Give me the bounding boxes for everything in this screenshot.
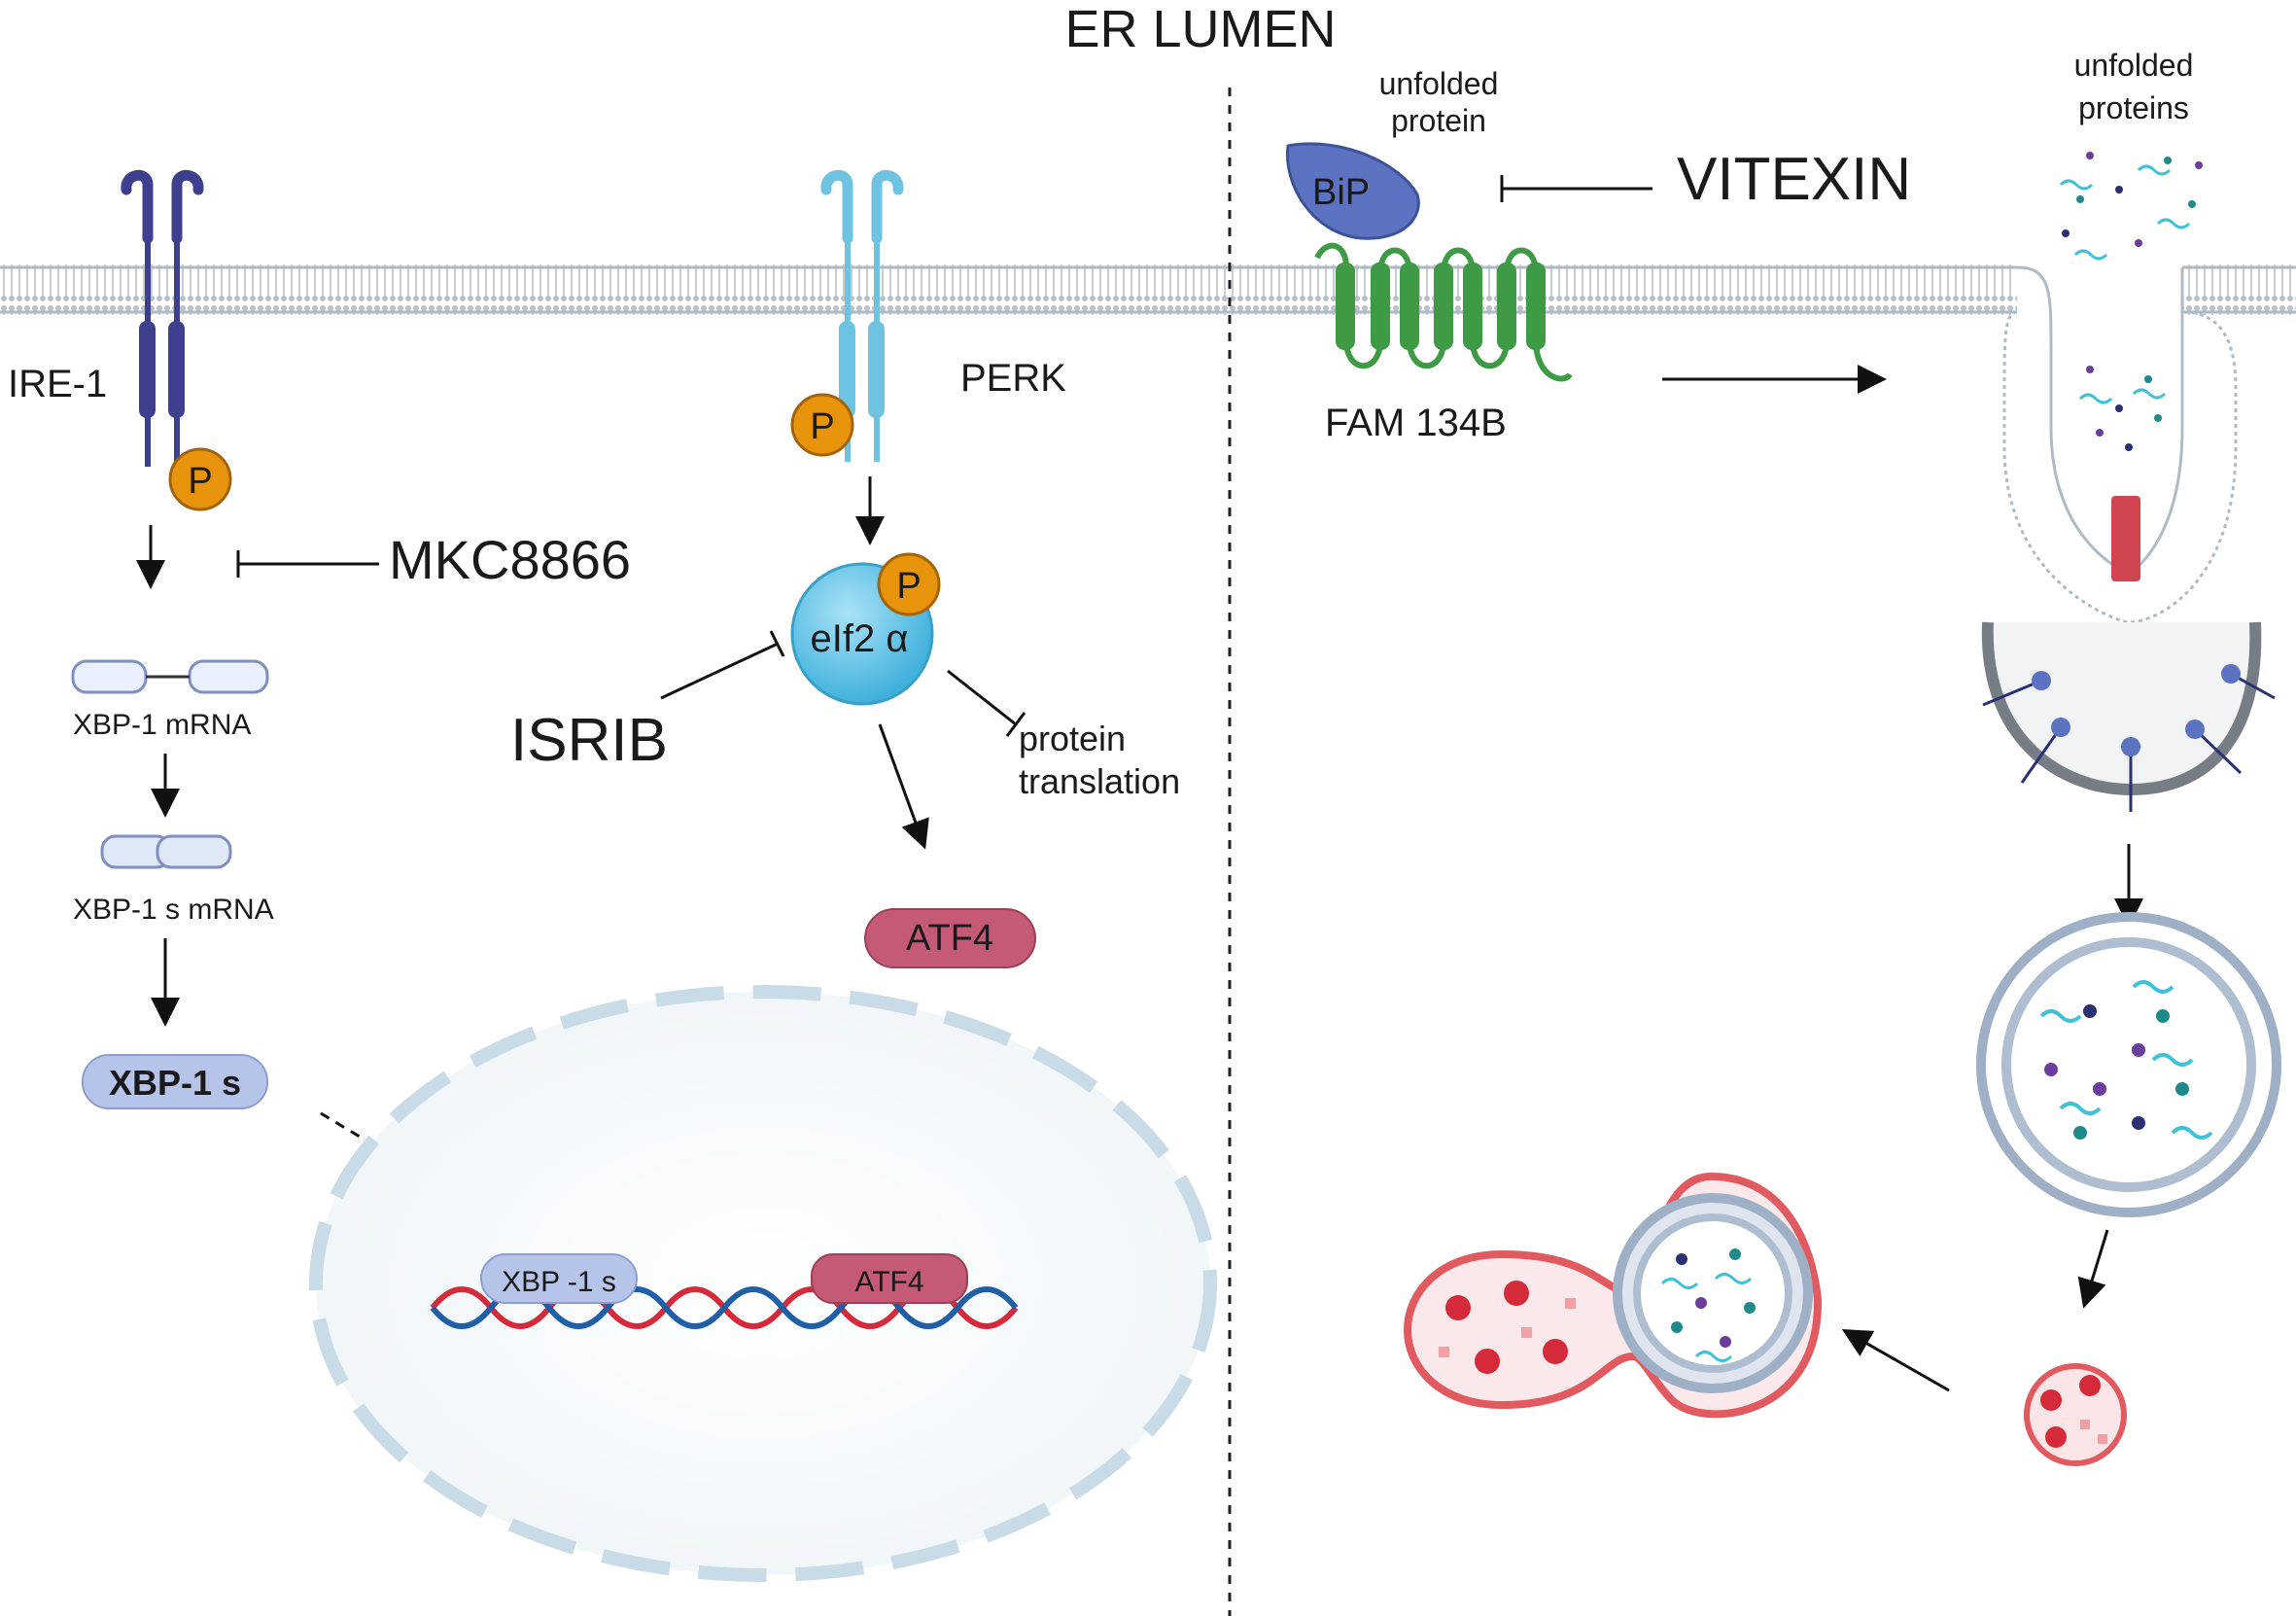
svg-text:ATF4: ATF4 xyxy=(906,918,993,959)
protein-translation-label-1: protein xyxy=(1019,719,1126,758)
eif2a-to-atf4-arrow xyxy=(878,723,929,850)
autophagosome xyxy=(1976,912,2281,1217)
fam134b-label: FAM 134B xyxy=(1325,402,1507,444)
svg-text:P: P xyxy=(896,566,921,607)
nucleus-envelope xyxy=(309,985,1217,1582)
mkc8866-label: MKC8866 xyxy=(389,529,631,590)
perk-receptor xyxy=(820,170,904,462)
ire1-receptor xyxy=(121,170,204,467)
svg-text:eIf2 α: eIf2 α xyxy=(811,617,909,660)
isrib-label: ISRIB xyxy=(510,707,668,774)
unfolded-protein-label-1: unfolded xyxy=(1379,66,1499,101)
unfolded-proteins-cluster xyxy=(2059,152,2203,261)
xbp1-mrna-icon xyxy=(71,659,269,694)
er-lumen-title: ER LUMEN xyxy=(1064,0,1336,58)
unfolded-protein-label-2: protein xyxy=(1391,103,1486,138)
ire1-phospho: P xyxy=(168,447,232,511)
bip-chaperone: BiP xyxy=(1285,142,1420,240)
xbp1s-protein: XBP-1 s xyxy=(82,1054,268,1109)
unfolded-proteins-label-2: proteins xyxy=(2078,90,2189,125)
dna-atf4-binding: ATF4 xyxy=(811,1253,968,1304)
xbp1s-mrna-label: XBP-1 s mRNA xyxy=(73,894,274,926)
eif2a-inhibit-translation-line xyxy=(947,669,1017,726)
autophagosome-to-lysosome-arrow xyxy=(2077,1229,2109,1309)
phagophore xyxy=(1981,621,2276,812)
perk-label: PERK xyxy=(960,357,1066,400)
xbp1s-mrna-icon xyxy=(100,834,232,869)
dna-xbp1s-binding: XBP -1 s xyxy=(480,1253,638,1304)
svg-text:ATF4: ATF4 xyxy=(854,1266,923,1298)
atf4-protein: ATF4 xyxy=(864,908,1036,968)
autolysosome xyxy=(1403,1172,1823,1419)
fam134b-helices xyxy=(1336,263,1546,350)
eif2a-phospho: P xyxy=(877,552,941,616)
budding-cargo xyxy=(2078,366,2167,451)
ire1-label: IRE-1 xyxy=(8,363,107,405)
xbp1-mrna-label: XBP-1 mRNA xyxy=(73,709,251,741)
perk-phospho: P xyxy=(790,393,854,457)
svg-text:XBP -1 s: XBP -1 s xyxy=(502,1266,616,1298)
svg-text:XBP-1 s: XBP-1 s xyxy=(109,1063,241,1103)
vitexin-label: VITEXIN xyxy=(1677,146,1911,213)
unfolded-proteins-label-1: unfolded xyxy=(2074,48,2194,83)
lysosome-to-fusion-arrow xyxy=(1841,1329,1950,1392)
svg-text:BiP: BiP xyxy=(1312,172,1370,213)
protein-translation-label-2: translation xyxy=(1019,761,1180,801)
svg-text:P: P xyxy=(188,461,212,502)
lysosome xyxy=(2024,1363,2127,1466)
er-membrane xyxy=(0,264,2296,624)
isrib-inhibit-line xyxy=(660,642,779,700)
svg-text:P: P xyxy=(810,406,834,447)
